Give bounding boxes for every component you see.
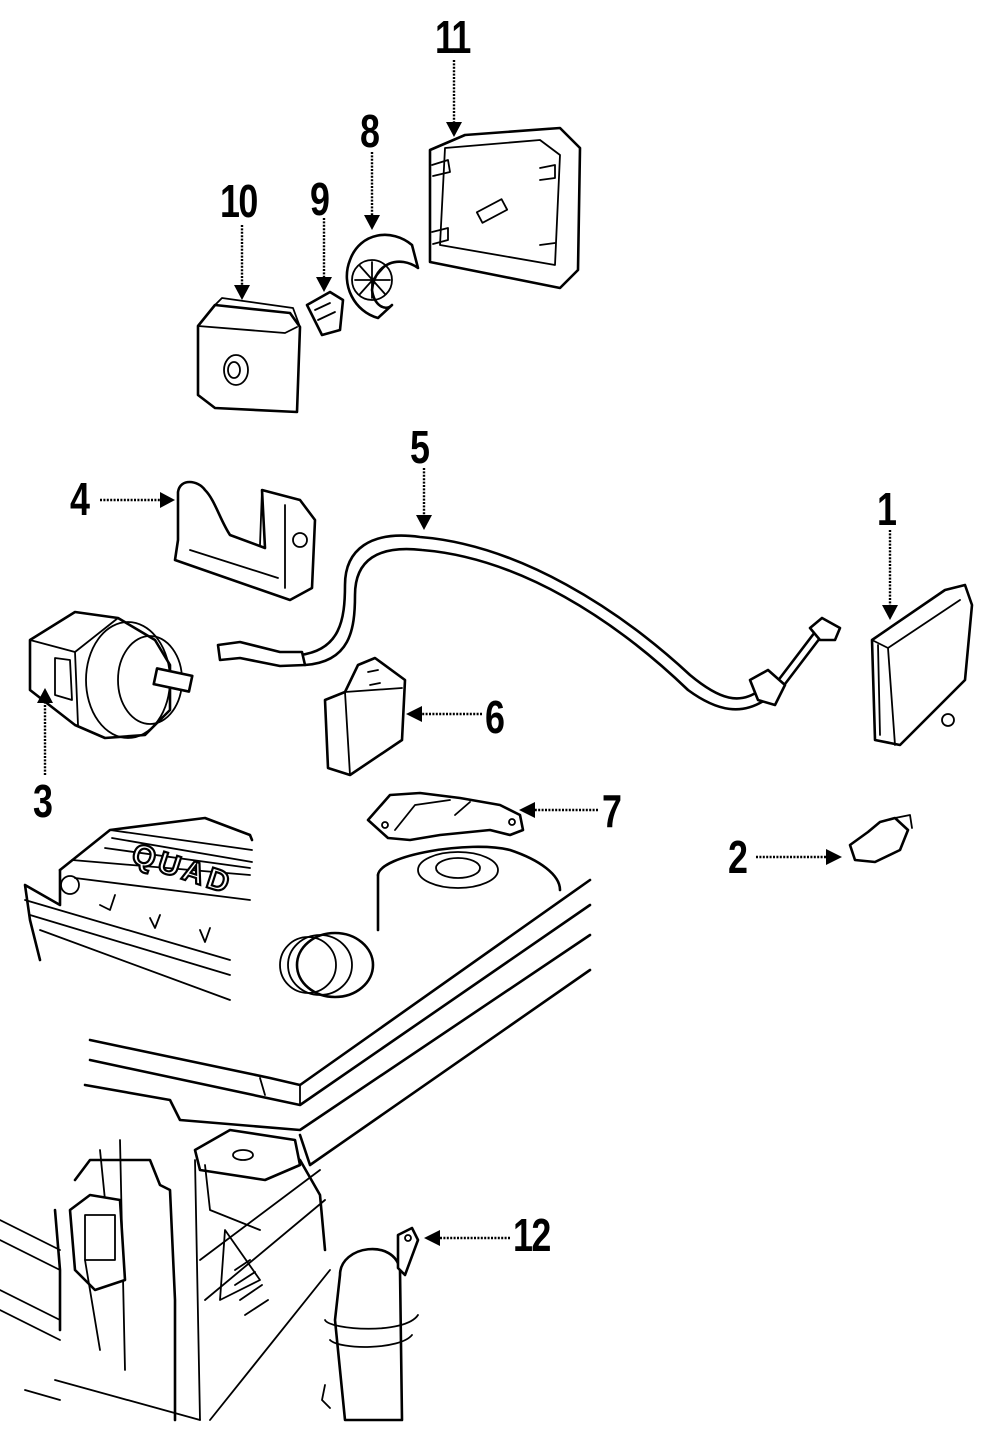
callout-9: 9 <box>310 173 330 225</box>
arrow-3 <box>37 688 53 775</box>
part-1-module[interactable] <box>870 583 974 747</box>
arrow-4 <box>100 492 175 508</box>
frame-rail <box>0 878 592 1422</box>
part-5-cable[interactable] <box>216 534 842 711</box>
arrow-1 <box>882 530 898 620</box>
arrow-7 <box>519 802 598 818</box>
callout-11: 11 <box>435 11 471 63</box>
callout-3: 3 <box>33 775 53 827</box>
part-10-cover[interactable] <box>196 297 302 414</box>
arrow-11 <box>446 60 462 137</box>
arrow-12 <box>424 1230 510 1246</box>
part-7-bracket[interactable] <box>366 791 525 842</box>
callout-2: 2 <box>728 831 748 883</box>
part-9-clip[interactable] <box>305 290 345 337</box>
callout-4: 4 <box>70 473 90 525</box>
arrow-9 <box>316 218 332 292</box>
part-6-bracket[interactable] <box>323 656 407 777</box>
part-3-actuator[interactable] <box>28 610 194 740</box>
air-cleaner <box>279 845 562 999</box>
leader-arrows <box>37 60 898 1246</box>
engine-assembly: QUAD <box>23 816 254 1001</box>
callout-5: 5 <box>410 421 430 473</box>
callout-8: 8 <box>360 105 380 157</box>
arrow-2 <box>756 849 842 865</box>
callout-1: 1 <box>877 483 897 535</box>
arrow-5 <box>416 468 432 530</box>
part-8-pulley[interactable] <box>345 233 420 320</box>
arrow-10 <box>234 225 250 300</box>
callout-10: 10 <box>220 175 258 227</box>
arrow-8 <box>364 152 380 230</box>
callout-6: 6 <box>485 691 505 743</box>
part-2-sensor[interactable] <box>848 814 913 864</box>
part-4-bracket[interactable] <box>173 480 317 602</box>
callout-7: 7 <box>602 785 622 837</box>
arrow-6 <box>406 706 482 722</box>
part-11-housing[interactable] <box>428 126 582 290</box>
callout-12: 12 <box>513 1209 551 1261</box>
part-12-canister[interactable] <box>321 1226 420 1422</box>
